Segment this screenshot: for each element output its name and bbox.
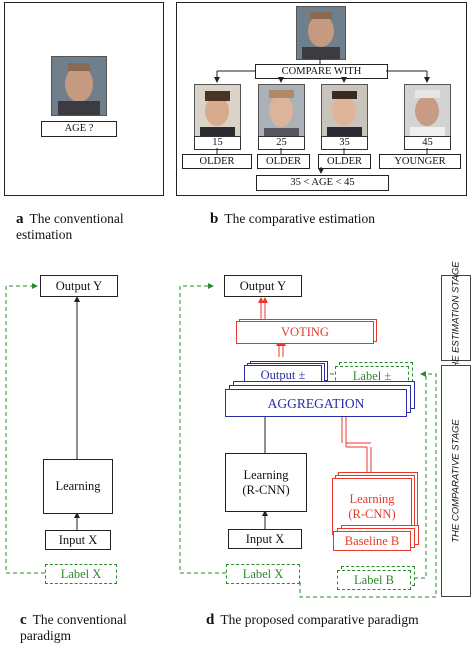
reference-age-45: 45 — [404, 136, 451, 150]
aggregation-box: AGGREGATION — [225, 389, 407, 417]
label-b-box: Label B — [337, 570, 411, 590]
caption-d: d The proposed comparative paradigm — [206, 612, 466, 628]
query-face-photo — [51, 56, 107, 116]
query-face-photo-b — [296, 6, 346, 60]
learning-rcnn-left: Learning (R-CNN) — [225, 453, 307, 512]
panel-c-learning: Learning — [43, 459, 113, 514]
relation-label-45: YOUNGER — [379, 154, 461, 169]
panel-c-output-y: Output Y — [40, 275, 118, 297]
panel-d-input-x: Input X — [228, 529, 302, 549]
learning-rcnn-right-line2: (R-CNN) — [348, 506, 396, 521]
caption-b-letter: b — [210, 211, 219, 227]
caption-c-letter: c — [20, 612, 27, 628]
caption-c-text: The conventional paradigm — [20, 612, 127, 643]
baseline-b-box: Baseline B — [333, 531, 411, 551]
caption-a-text: The conventional estimation — [16, 211, 124, 242]
voting-box: VOTING — [236, 321, 374, 344]
age-question-label: AGE ? — [41, 121, 117, 137]
reference-face-45 — [404, 84, 451, 138]
caption-d-letter: d — [206, 612, 215, 628]
reference-face-15 — [194, 84, 241, 138]
caption-b: b The comparative estimation — [210, 211, 450, 227]
caption-a-letter: a — [16, 211, 24, 227]
learning-rcnn-right-line1: Learning — [349, 491, 395, 506]
relation-label-35: OLDER — [318, 154, 371, 169]
relation-label-25: OLDER — [257, 154, 310, 169]
age-range-result: 35 < AGE < 45 — [256, 175, 389, 191]
panel-d-output-y: Output Y — [224, 275, 302, 297]
reference-face-35 — [321, 84, 368, 138]
reference-face-25 — [258, 84, 305, 138]
comparative-stage-text: THE COMPARATIVE STAGE — [450, 419, 462, 543]
estimation-stage-label: THE ESTIMATION STAGE — [441, 261, 471, 375]
compare-with-label: COMPARE WITH — [255, 64, 388, 79]
comparative-stage-label: THE COMPARATIVE STAGE — [441, 365, 471, 597]
panel-c-label-x: Label X — [45, 564, 117, 584]
relation-label-15: OLDER — [182, 154, 252, 169]
panel-c-input-x: Input X — [45, 530, 111, 550]
estimation-stage-text: THE ESTIMATION STAGE — [450, 261, 462, 375]
learning-rcnn-left-line2: (R-CNN) — [242, 482, 290, 497]
panel-d-label-x: Label X — [226, 564, 300, 584]
caption-d-text: The proposed comparative paradigm — [220, 612, 419, 627]
caption-b-text: The comparative estimation — [224, 211, 376, 226]
learning-rcnn-left-line1: Learning — [243, 467, 289, 482]
